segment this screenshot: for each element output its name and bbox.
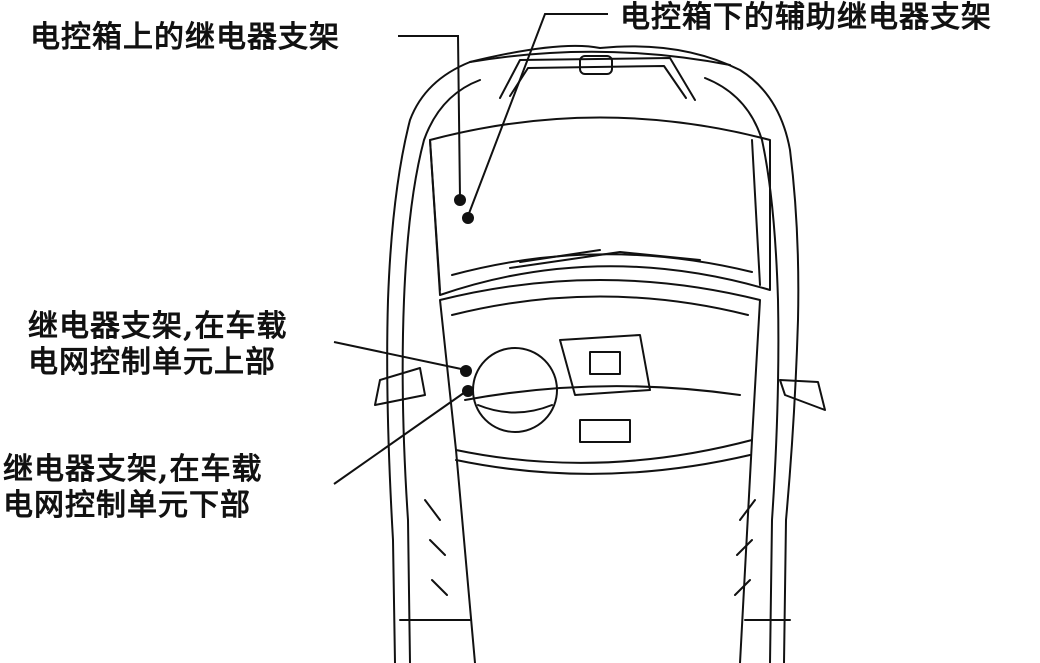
- marker-dot-4: [462, 385, 474, 397]
- pillar-left: [455, 449, 476, 663]
- hood-crease-right: [751, 139, 761, 286]
- marker-dot-1: [454, 194, 466, 206]
- car-body-outline: [386, 44, 800, 663]
- pillar-right: [739, 439, 753, 663]
- emblem: [579, 55, 613, 75]
- label-line: 继电器支架,在车载: [3, 452, 263, 487]
- label-relay-bracket-below-bcm: 继电器支架,在车载 电网控制单元下部: [3, 452, 262, 524]
- leader-line-1: [398, 35, 461, 199]
- marker-dot-2: [462, 212, 474, 224]
- hood-outline: [429, 116, 771, 296]
- steering-spoke: [477, 404, 553, 414]
- label-relay-bracket-above-bcm: 继电器支架,在车载 电网控制单元上部: [28, 309, 287, 381]
- windshield-inner: [451, 295, 749, 316]
- center-console: [559, 334, 651, 396]
- radio-unit: [579, 419, 631, 443]
- label-line: 电网控制单元上部: [28, 345, 276, 380]
- windshield-frame: [439, 279, 761, 464]
- mirror-right: [779, 379, 826, 411]
- wiper-1: [509, 251, 701, 269]
- hood-crease-left: [429, 139, 441, 291]
- mirror-left: [374, 367, 426, 406]
- leader-line-2: [467, 13, 608, 217]
- label-line: 电网控制单元下部: [3, 488, 251, 523]
- marker-dot-3: [460, 365, 472, 377]
- wiper-2: [519, 249, 601, 263]
- label-relay-bracket-on-ebox: 电控箱上的继电器支架: [30, 20, 340, 55]
- leader-line-4: [333, 389, 469, 485]
- dashboard-line: [464, 385, 741, 401]
- label-aux-relay-bracket-under-ebox: 电控箱下的辅助继电器支架: [620, 0, 992, 35]
- console-detail: [589, 351, 621, 375]
- front-bumper: [469, 50, 731, 66]
- grille: [499, 57, 696, 101]
- grille-inner: [509, 65, 687, 99]
- leader-line-3: [333, 341, 467, 371]
- label-line: 继电器支架,在车载: [28, 309, 288, 344]
- door-trim-right: [734, 499, 756, 596]
- door-trim-left: [424, 499, 448, 596]
- cowl: [451, 253, 753, 276]
- roof-front: [455, 454, 751, 475]
